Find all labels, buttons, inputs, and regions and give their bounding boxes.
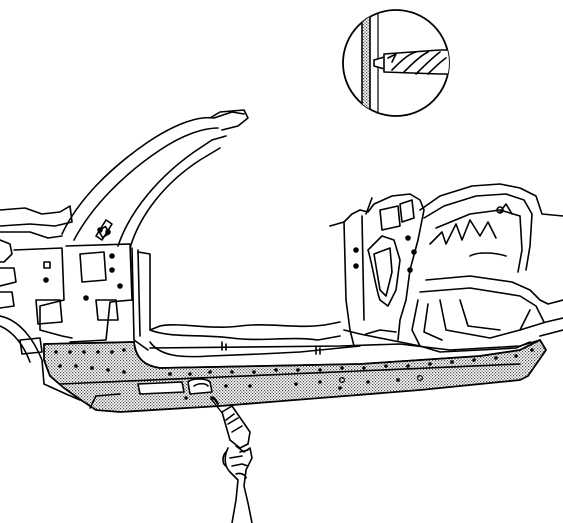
inner-sill-rail [149, 329, 541, 351]
b-pillar [329, 193, 425, 347]
spot-weld-marks [54, 348, 534, 400]
spot-weld-drill-icon [211, 396, 251, 449]
drill-bit-through-spot-weld-icon [342, 9, 450, 117]
rocker-panel-outer [43, 339, 547, 413]
a-pillar [61, 109, 249, 351]
floor-pan [137, 251, 361, 358]
front-body-structure [0, 205, 133, 401]
spot-weld-open-marks [339, 375, 424, 384]
gloved-hand-icon [222, 445, 253, 523]
rear-quarter-inner [411, 183, 563, 353]
